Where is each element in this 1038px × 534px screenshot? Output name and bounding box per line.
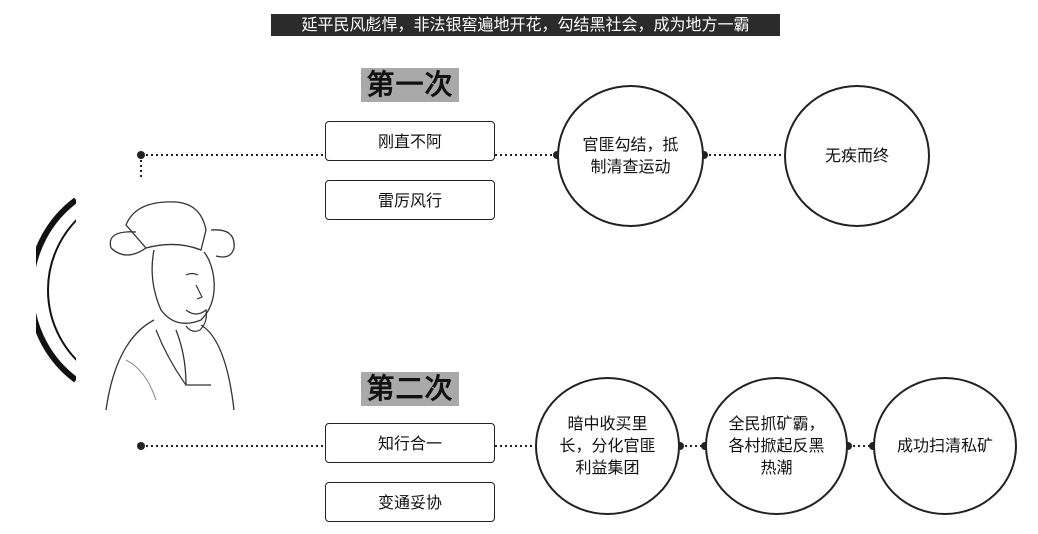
round-2-trait-1: 知行合一 [325, 423, 495, 463]
round-1-step-2-text: 无疾而终 [824, 146, 889, 165]
round-1-trait-2: 雷厉风行 [325, 180, 495, 220]
dot-r2-left [137, 442, 145, 450]
round-2-step-2-text: 全民抓矿霸，各村掀起反黑热潮 [728, 414, 825, 477]
round-2-trait-2: 变通妥协 [325, 482, 495, 522]
round-2-step-2: 全民抓矿霸，各村掀起反黑热潮 [705, 377, 848, 515]
round-1-step-1-text: 官匪勾结，抵制清查运动 [582, 135, 679, 176]
round-1-heading: 第一次 [361, 68, 459, 102]
round-2-step-3: 成功扫清私矿 [873, 377, 1017, 515]
diagram-title: 延平民风彪悍，非法银窖遍地开花，勾结黑社会，成为地方一霸 [271, 14, 780, 36]
round-1-trait-1: 刚直不阿 [325, 121, 495, 161]
dot-r1-left [137, 151, 145, 159]
round-1-step-2: 无疾而终 [784, 85, 930, 227]
round-2-step-3-text: 成功扫清私矿 [896, 436, 993, 455]
round-1-step-1: 官匪勾结，抵制清查运动 [557, 85, 704, 227]
round-2-step-1-text: 暗中收买里长，分化官匪利益集团 [559, 414, 656, 477]
round-2-step-1: 暗中收买里长，分化官匪利益集团 [535, 377, 680, 515]
round-2-heading: 第二次 [361, 372, 459, 406]
scholar-portrait-icon [36, 192, 246, 410]
